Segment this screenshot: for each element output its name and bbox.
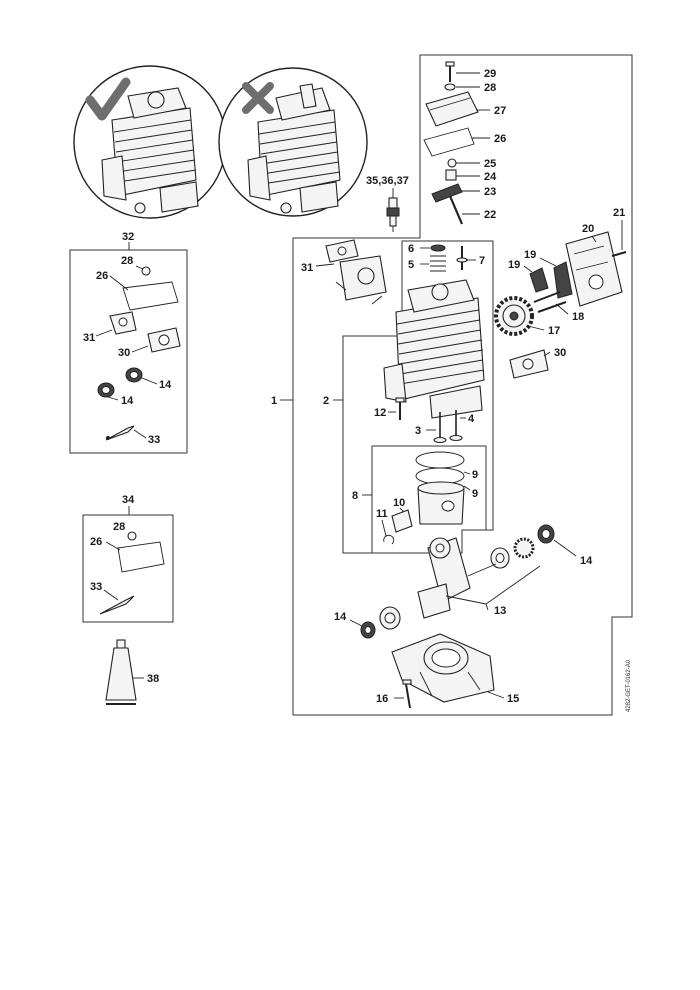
washer-28-kit34-label: 28 [113,521,125,533]
kit-34 [82,506,174,623]
crankcase-group [391,633,505,709]
gasket-30-right-label: 30 [554,347,566,359]
main-assembly-frame [280,54,633,716]
gasket-26-top-label: 26 [494,133,506,145]
valve-cover-27-label: 27 [494,105,506,117]
cylinder-2-label: 2 [323,395,329,407]
rocker-19a-label: 19 [508,259,520,271]
spring-seat-6-label: 6 [408,243,414,255]
bearing-14-left-label: 14 [334,611,347,623]
grease-tube [105,639,144,705]
pushrod-22-label: 22 [484,209,496,221]
piston-8-label: 8 [352,490,358,502]
valve-cover-group [423,61,490,225]
part-25-label: 25 [484,158,496,170]
screw-16-label: 16 [376,693,388,705]
tool-33-kit32-label: 33 [148,434,160,446]
main-assembly-label: 1 [271,395,277,407]
ring-9a-label: 9 [472,469,478,481]
incorrect-cylinder-view [218,67,368,217]
crankshaft-13-label: 13 [494,605,506,617]
screw-12 [388,397,405,420]
grease-tube-38-label: 38 [147,673,159,685]
bearing-14-right-label: 14 [580,555,593,567]
carburetor-31-label: 31 [301,262,313,274]
screw-29-label: 29 [484,68,496,80]
ring-9b-label: 9 [472,488,478,500]
correct-cylinder-view [73,65,227,219]
kit-34-label: 34 [122,494,135,506]
gasket-30-kit-label: 30 [118,347,130,359]
screw-12-label: 12 [374,407,386,419]
spring-5-label: 5 [408,259,414,271]
circlip-11-label: 11 [376,508,388,520]
washer-28-kit32-label: 28 [121,255,133,267]
carburetor [315,239,387,305]
valve-spring-group [420,244,476,272]
pin-18-label: 18 [572,311,584,323]
kit-32 [69,242,188,454]
valves [426,410,466,444]
gear-17-label: 17 [548,325,560,337]
part-24-label: 24 [484,171,497,183]
gasket-31-kit-label: 31 [83,332,95,344]
check-mark-icon [85,77,131,121]
spark-plug [386,188,400,232]
valve-stem-7-label: 7 [479,255,485,267]
piston-subframe [362,445,487,554]
gasket-26-kit34-label: 26 [90,536,102,548]
cylinder-body [383,279,485,419]
x-mark-icon [242,82,274,114]
screw-21-label: 21 [613,207,625,219]
crankshaft-group [349,524,577,639]
rocker-19b-label: 19 [524,249,536,261]
washer-28-top-label: 28 [484,82,496,94]
kit-32-label: 32 [122,231,134,243]
timing-cover-group [494,220,627,379]
bearing-14-kit-b-label: 14 [121,395,134,407]
bearing-14-kit-label: 14 [159,379,172,391]
valve-4-label: 4 [468,413,475,425]
rocker-arm-23-label: 23 [484,186,496,198]
tool-33-kit34-label: 33 [90,581,102,593]
spark-plug-label: 35,36,37 [366,175,409,187]
valve-3-label: 3 [415,425,421,437]
crankcase-15-label: 15 [507,693,519,705]
gasket-26-kit32-label: 26 [96,270,108,282]
drawing-code: 4282-GET-0162-A0 [626,659,632,712]
piston-pin-10-label: 10 [393,497,405,509]
cover-20-label: 20 [582,223,594,235]
